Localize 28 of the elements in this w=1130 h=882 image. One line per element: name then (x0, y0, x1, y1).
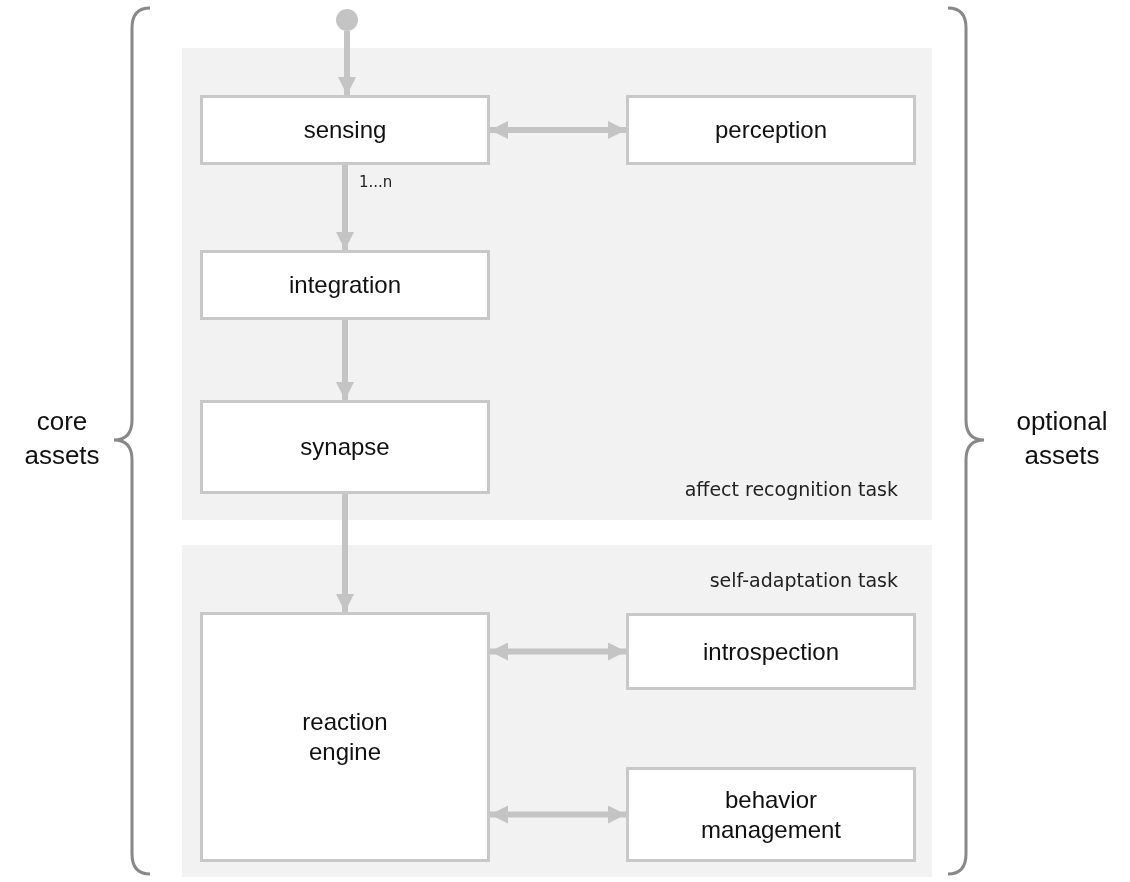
box-label: synapse (300, 432, 390, 462)
process-box (200, 95, 490, 165)
panel-title: self-adaptation task (709, 569, 898, 591)
process-box (626, 767, 916, 862)
arrow (336, 165, 354, 250)
box-label: behavior management (699, 784, 843, 845)
arrow (490, 121, 626, 139)
arrow (338, 31, 356, 95)
side-label: core assets (23, 405, 101, 472)
side-label: optional assets (1015, 405, 1109, 472)
box-label: introspection (702, 636, 840, 667)
panel-title: affect recognition task (684, 478, 898, 500)
task-panel (182, 48, 932, 520)
process-box (200, 400, 490, 494)
start-dot (336, 9, 358, 31)
arrow (490, 642, 626, 661)
box-label: reaction engine (301, 707, 389, 767)
process-box (200, 250, 490, 320)
process-box (200, 612, 490, 862)
box-label: sensing (303, 115, 387, 145)
arrow (336, 494, 354, 612)
box-label: perception (714, 115, 828, 145)
arrow (490, 805, 626, 824)
task-panel (182, 545, 932, 877)
box-label: integration (288, 270, 402, 300)
process-box (626, 613, 916, 690)
process-box (626, 95, 916, 165)
arrow (336, 320, 354, 400)
